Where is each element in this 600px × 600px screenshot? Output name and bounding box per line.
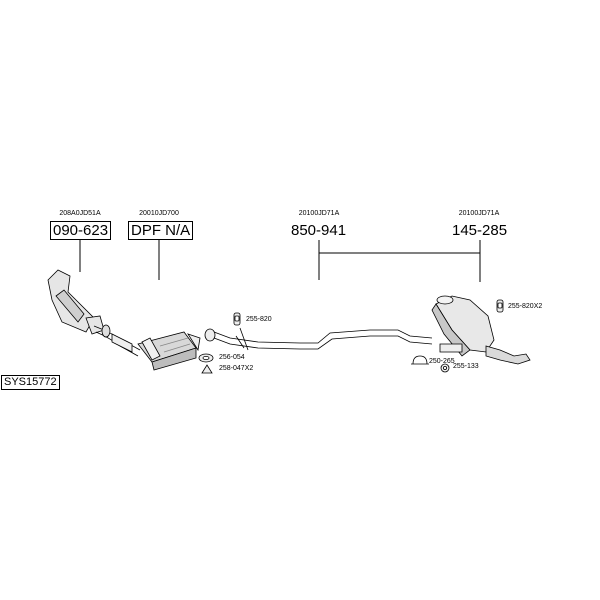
accessory-label-255-133[interactable]: 255-133	[453, 363, 479, 370]
oem-code-middle-pipe: 20100JD71A	[298, 210, 340, 217]
hanger-icon-255-133[interactable]	[440, 363, 450, 373]
hanger-icon-255-820[interactable]	[233, 312, 241, 326]
clamp-icon-256-054[interactable]	[198, 353, 214, 363]
oem-code-dpf: 20010JD700	[139, 210, 179, 217]
accessory-label-255-820X2[interactable]: 255-820X2	[508, 303, 543, 310]
system-code-badge: SYS15772	[1, 375, 60, 390]
accessory-label-258-047X2[interactable]: 258-047X2	[219, 365, 254, 372]
clamp-icon-250-265[interactable]	[411, 355, 429, 365]
front-pipe-part[interactable]	[93, 324, 141, 357]
accessory-label-255-820[interactable]: 255-820	[246, 316, 272, 323]
leader-bracket-pipes	[318, 240, 481, 282]
hanger-icon-255-820X2[interactable]	[496, 299, 504, 313]
accessory-label-256-054[interactable]: 256-054	[219, 354, 245, 361]
oem-code-rear-silencer: 20100JD71A	[458, 210, 500, 217]
catalyst-part[interactable]	[47, 269, 105, 335]
part-number-rear-silencer[interactable]: 145-285	[452, 222, 508, 239]
middle-pipe-part[interactable]	[204, 327, 433, 351]
part-number-catalyst[interactable]: 090-623	[50, 221, 112, 240]
accessory-label-250-265[interactable]: 250-265	[429, 358, 455, 365]
gasket-icon-258-047X2[interactable]	[201, 364, 213, 374]
oem-code-catalyst: 208A0JD51A	[59, 210, 101, 217]
part-number-middle-pipe[interactable]: 850-941	[291, 222, 347, 239]
rear-silencer-part[interactable]	[431, 295, 531, 365]
part-number-dpf[interactable]: DPF N/A	[128, 221, 194, 240]
dpf-part[interactable]	[137, 331, 201, 371]
